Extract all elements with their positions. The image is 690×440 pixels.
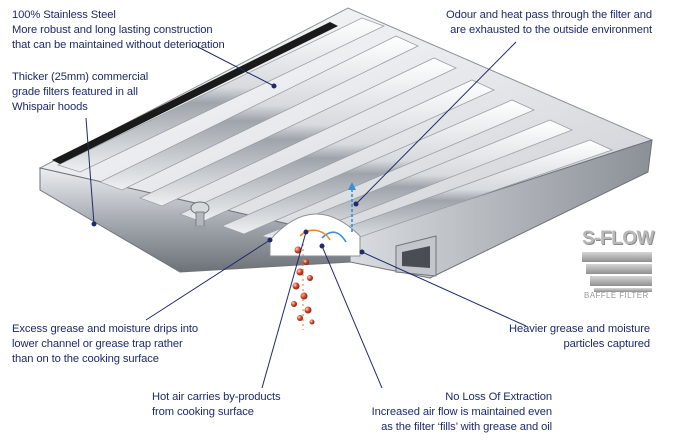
callout-hotair-line: from cooking surface bbox=[152, 406, 254, 418]
callout-extraction: No Loss Of Extraction Increased air flow… bbox=[352, 390, 552, 435]
callout-thicker-line: Whispair hoods bbox=[12, 101, 88, 113]
sflow-logo-graphic bbox=[582, 252, 652, 292]
handle-knob bbox=[190, 201, 210, 231]
leader-lines bbox=[85, 41, 527, 389]
filter-cutaway bbox=[269, 213, 361, 257]
callout-odour-line: are exhausted to the outside environment bbox=[450, 24, 652, 36]
callout-odour: Odour and heat pass through the filter a… bbox=[422, 8, 652, 38]
callout-hotair-line: Hot air carries by-products bbox=[152, 391, 281, 403]
callout-thicker: Thicker (25mm) commercial grade filters … bbox=[12, 70, 148, 115]
callout-excess: Excess grease and moisture drips into lo… bbox=[12, 322, 198, 367]
callout-extraction-title: No Loss Of Extraction bbox=[445, 391, 552, 403]
callout-excess-line: than on to the cooking surface bbox=[12, 353, 159, 365]
callout-stainless-line: that can be maintained without deteriora… bbox=[12, 39, 225, 51]
airflow-arrows bbox=[299, 182, 356, 243]
callout-stainless-line: More robust and long lasting constructio… bbox=[12, 24, 213, 36]
callout-heavier-line: particles captured bbox=[563, 338, 650, 350]
sflow-logo: S-FLOW BAFFLE FILTER bbox=[574, 228, 684, 306]
baffle-channels bbox=[56, 17, 614, 251]
callout-stainless: 100% Stainless Steel More robust and lon… bbox=[12, 8, 225, 53]
callout-excess-line: Excess grease and moisture drips into bbox=[12, 323, 198, 335]
callout-thicker-line: grade filters featured in all bbox=[12, 86, 138, 98]
callout-thicker-line: Thicker (25mm) commercial bbox=[12, 71, 149, 83]
callout-extraction-line: Increased air flow is maintained even bbox=[371, 406, 552, 418]
callout-stainless-title: 100% Stainless Steel bbox=[12, 9, 116, 21]
callout-extraction-line: as the filter ‘fills’ with grease and oi… bbox=[381, 421, 552, 433]
callout-excess-line: lower channel or grease trap rather bbox=[12, 338, 183, 350]
callout-heavier: Heavier grease and moisture particles ca… bbox=[470, 322, 650, 352]
filter-slot bbox=[52, 22, 338, 164]
grease-droplets bbox=[291, 246, 315, 325]
callout-hotair: Hot air carries by-products from cooking… bbox=[152, 390, 281, 420]
sflow-logo-name: S-FLOW bbox=[582, 228, 654, 249]
callout-odour-line: Odour and heat pass through the filter a… bbox=[445, 9, 652, 21]
sflow-logo-subtitle: BAFFLE FILTER bbox=[584, 291, 649, 300]
callout-heavier-line: Heavier grease and moisture bbox=[509, 323, 650, 335]
